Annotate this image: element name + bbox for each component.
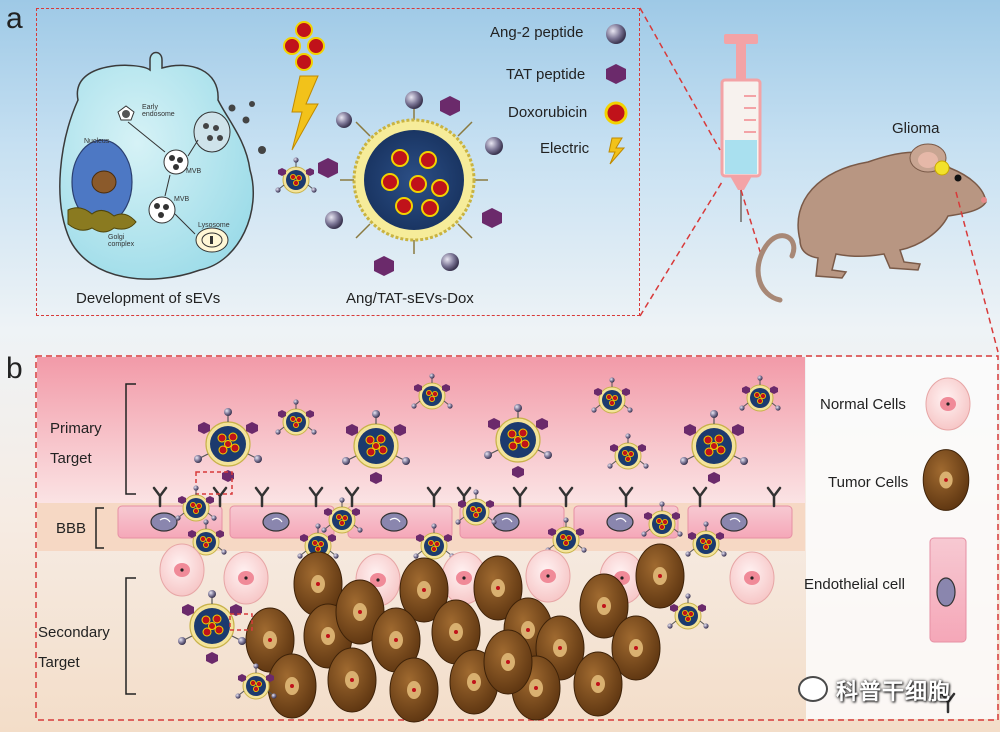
legend-tat-label: TAT peptide (506, 66, 586, 83)
legend-dox-label: Doxorubicin (508, 104, 588, 121)
panel-b-frame (35, 355, 999, 721)
label-bbb: BBB (56, 520, 87, 537)
ang-tat-sev-dox-particle (318, 91, 503, 276)
label-lysosome: Lysosome (198, 222, 230, 229)
legend-tumor-cells: Tumor Cells (828, 474, 909, 491)
binding-highlight-box (195, 471, 233, 495)
label-early-endosome: Early endosome (142, 104, 175, 118)
legend-endothelial-cell: Endothelial cell (804, 576, 905, 593)
doxorubicin-cluster (283, 21, 325, 71)
connector-glioma (955, 191, 999, 353)
normal-cell-icon (925, 377, 971, 431)
mvb-shape-1 (163, 149, 189, 175)
early-endosome-shape (117, 105, 135, 121)
label-golgi: Golgi complex (108, 234, 135, 248)
section-brackets (95, 383, 136, 695)
legend-electric-label: Electric (540, 140, 590, 157)
caption-ang-tat: Ang/TAT-sEVs-Dox (346, 290, 474, 307)
tat-hexagon-icon (606, 64, 626, 84)
panel-letter-b: b (6, 352, 23, 385)
injection-line (740, 189, 763, 259)
electric-bolt-large (291, 75, 319, 151)
ang2-sphere-icon (606, 24, 626, 44)
doxorubicin-circle-icon (604, 101, 628, 125)
label-primary-target: Primary Target (50, 420, 102, 467)
label-secondary-target: Secondary Target (38, 624, 110, 671)
endothelial-cell-icon (929, 537, 967, 643)
tumor-binding-box (229, 613, 253, 631)
tumor-cell-icon (922, 449, 970, 511)
mouse-glioma-label: Glioma (892, 120, 940, 137)
connector-bottom (639, 181, 723, 317)
panel-letter-a: a (6, 2, 23, 35)
golgi-shape (67, 207, 137, 233)
watermark-text: 科普干细胞 (836, 679, 952, 704)
mvb-shape-2 (148, 196, 176, 224)
loaded-sev-small (274, 156, 318, 194)
exocytosis-bud (193, 111, 231, 153)
mouse-illustration (755, 143, 987, 303)
connector-top (639, 7, 721, 151)
caption-development: Development of sEVs (76, 290, 221, 307)
lysosome-shape (195, 227, 229, 253)
legend-ang2-label: Ang-2 peptide (490, 24, 584, 41)
label-nucleus: Nucleus (84, 138, 110, 145)
glioma-marker (934, 160, 950, 176)
syringe-icon (720, 34, 762, 222)
label-mvb-1: MVB (186, 168, 202, 175)
released-sev-dots (228, 101, 266, 154)
label-mvb-2: MVB (174, 196, 190, 203)
lightning-icon (608, 137, 626, 165)
nucleolus-shape (91, 170, 117, 194)
primary-target-zone (37, 357, 805, 503)
sev-development-cell (59, 51, 318, 280)
wechat-icon (798, 676, 828, 702)
legend-normal-cells: Normal Cells (820, 396, 906, 413)
panel-a-frame (36, 8, 640, 316)
